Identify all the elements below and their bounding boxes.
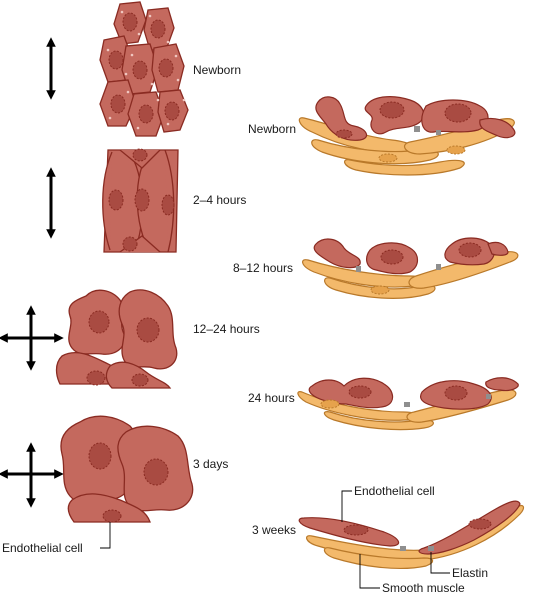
right-stage-label-8-12-hours: 8–12 hours [233,261,294,275]
smooth-muscle-callout: Smooth muscle [382,581,465,595]
elastin-callout: Elastin [452,566,489,580]
three-week-smooth-muscle [306,504,525,570]
left-stage-label-2-4-hours: 2–4 hours [193,193,247,207]
twelve-to-twenty-four-hour-nuclei [86,310,160,387]
left-endothelial-callout: Endothelial cell [2,541,83,555]
newborn-smooth-muscle-layer [298,117,515,176]
newborn-cell-nuclei [108,12,180,124]
three-week-nuclei [343,518,492,536]
three-day-nuclei [88,442,169,523]
left-stage-label-newborn: Newborn [193,63,242,77]
elastin-callout-line [430,552,450,574]
twenty-four-hour-elastin [404,394,491,407]
eight-to-twelve-hour-nuclei [370,242,482,295]
three-day-cells [60,415,194,523]
newborn-elastin [414,126,441,135]
endothelial-callout-line [341,490,352,522]
smooth-muscle-callout-line [359,554,380,589]
two-to-four-hour-nuclei [108,148,175,252]
left-stage-label-12-24-hours: 12–24 hours [193,322,260,336]
newborn-cell-granules [106,10,186,130]
four-way-arrow-icon [0,442,64,508]
right-stage-label-24-hours: 24 hours [248,391,295,405]
newborn-endothelial-layer [315,96,516,141]
four-way-arrow-icon [0,305,64,371]
twenty-four-hour-nuclei [320,385,468,409]
twelve-to-twenty-four-hour-cells [55,289,178,389]
right-stage-label-3-weeks: 3 weeks [252,523,297,537]
eight-to-twelve-hour-elastin [356,264,441,272]
right-stage-label-newborn: Newborn [248,122,297,136]
newborn-nuclei [335,101,472,163]
left-endothelial-callout-line [100,522,111,549]
three-week-elastin [400,546,434,551]
endothelial-cell-callout: Endothelial cell [354,484,435,498]
left-stage-label-3-days: 3 days [193,457,229,471]
